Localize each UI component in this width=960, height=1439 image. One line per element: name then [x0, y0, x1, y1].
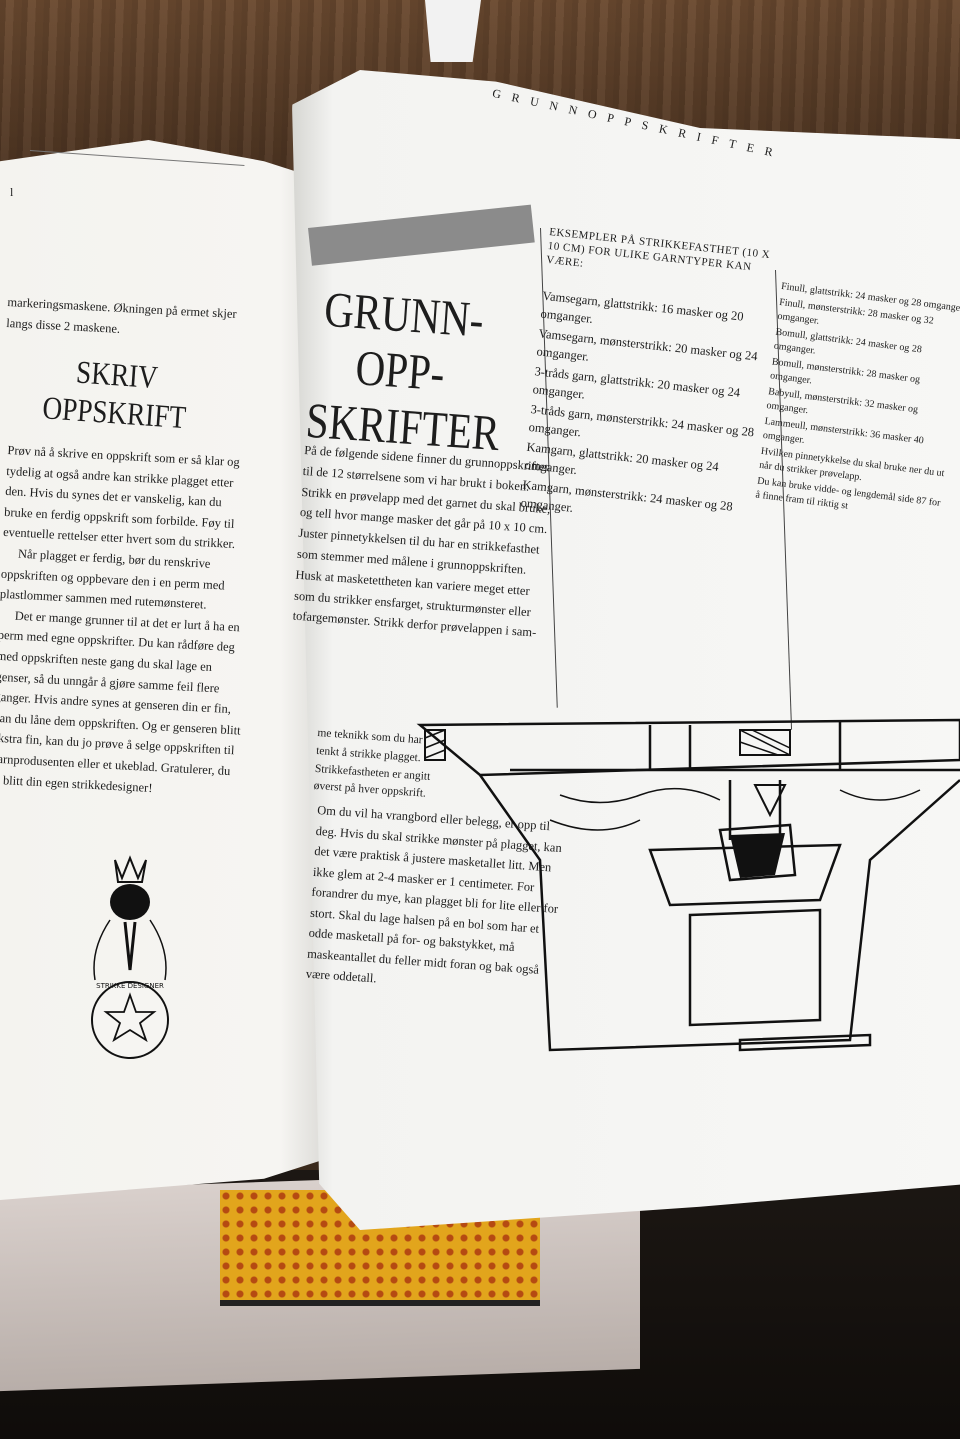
sweater-diagram-illustration — [416, 718, 960, 1052]
chapter-title: GRUNN- OPP- SKRIFTER — [304, 280, 501, 461]
gauge-samples-column-2: Finull, glattstrikk: 24 masker og 28 omg… — [754, 280, 960, 527]
left-paragraph-3: Det er mange grunner til at det er lurt … — [0, 608, 241, 795]
designer-doodle-illustration: STRIKKE DESIGNER — [91, 855, 169, 1059]
right-body-1: På de følgende sidene finner du grunnopp… — [292, 442, 551, 640]
badge-text: STRIKKE DESIGNER — [96, 982, 164, 990]
left-body: Prøv nå å skrive en oppskrift som er så … — [0, 440, 256, 803]
bookmark-tab — [425, 0, 481, 62]
left-page-folio: l — [10, 185, 16, 199]
gauge-samples-column: EKSEMPLER PÅ STRIKKEFASTHET (10 X 10 CM)… — [520, 225, 781, 538]
left-heading: SKRIV OPPSKRIFT — [41, 353, 188, 436]
left-paragraph-1: Prøv nå å skrive en oppskrift som er så … — [2, 442, 241, 552]
